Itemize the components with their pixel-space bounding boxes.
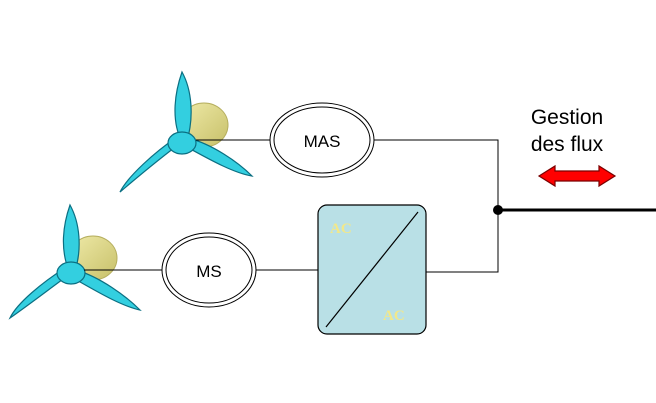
ms-machine: MS — [161, 232, 257, 308]
wiring — [84, 139, 656, 273]
converter-diagonal — [325, 211, 419, 328]
bus-node — [493, 205, 503, 215]
wire-converter-bus — [426, 210, 499, 273]
ms-label: MS — [196, 262, 222, 281]
flux-label-line2: des flux — [531, 133, 604, 156]
flux-label-line1: Gestion — [531, 106, 603, 129]
mas-label: MAS — [304, 132, 341, 151]
ac-ac-converter: AC AC — [317, 204, 427, 335]
wire-mas-bus — [374, 139, 499, 210]
converter-input-label: AC — [330, 221, 352, 237]
converter-output-label: AC — [383, 308, 405, 324]
wind-turbine-top-icon — [119, 70, 254, 193]
wind-turbine-bottom-icon — [8, 203, 142, 320]
bidirectional-arrow-icon — [537, 164, 617, 188]
mas-machine: MAS — [269, 102, 375, 178]
